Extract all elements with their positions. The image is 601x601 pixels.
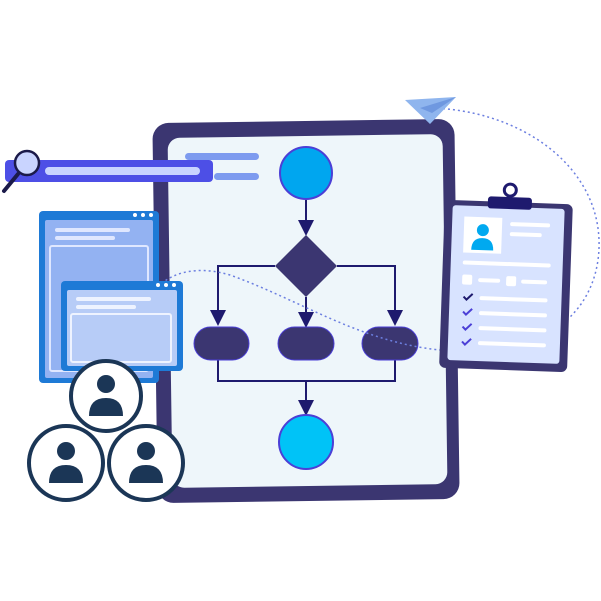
accent-bar	[185, 153, 259, 160]
connector-arrow	[210, 265, 275, 326]
flowchart	[210, 200, 403, 416]
clipboard-clip	[487, 196, 532, 210]
end-node	[278, 414, 334, 470]
process-node	[361, 326, 419, 361]
decision-node	[275, 235, 337, 297]
avatar-icon	[476, 224, 489, 237]
user-icon	[97, 375, 115, 393]
process-node	[277, 326, 335, 361]
start-node	[279, 146, 333, 200]
process-node	[193, 326, 250, 361]
user-avatar	[107, 424, 185, 502]
tablet-screen	[167, 134, 448, 488]
accent-bar	[214, 173, 259, 180]
clipboard	[439, 182, 573, 372]
user-avatar	[27, 424, 105, 502]
user-avatar	[69, 359, 143, 433]
search-input-text-line	[45, 167, 200, 175]
connector-arrow	[337, 265, 403, 326]
search-bar	[2, 149, 213, 193]
magnifier-icon	[2, 149, 41, 193]
user-icon	[137, 442, 155, 460]
browser-window	[61, 281, 183, 371]
user-icon	[57, 442, 75, 460]
checklist	[461, 293, 474, 347]
paper-plane-icon	[405, 97, 456, 124]
